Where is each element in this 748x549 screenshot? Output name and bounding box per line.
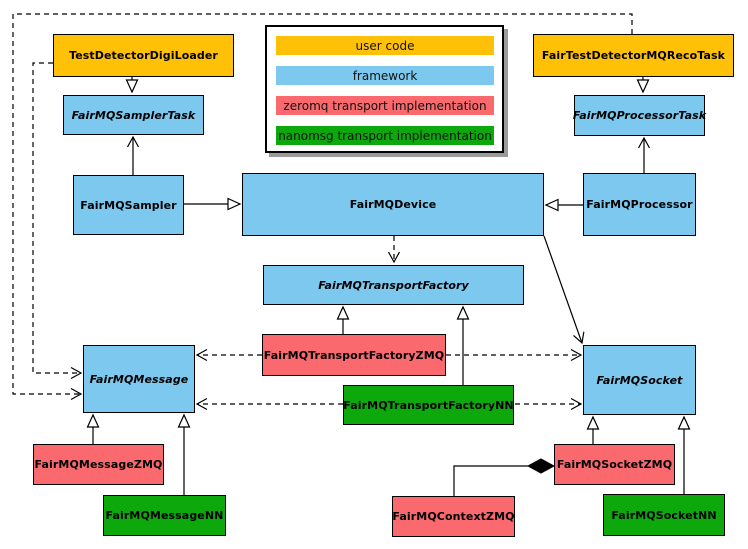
edge-digiloader-message <box>32 62 83 380</box>
class-box-fairmqsampler: FairMQSampler <box>73 175 184 235</box>
class-box-fairmqtransportfactory: FairMQTransportFactory <box>263 265 524 305</box>
legend-item-nanomsg: nanomsg transport implementation <box>276 126 494 145</box>
class-box-fairmqsocketnn: FairMQSocketNN <box>603 494 725 536</box>
edge-ctxzmq-sockzmq <box>453 465 528 496</box>
class-box-fairmqdevice: FairMQDevice <box>242 173 544 236</box>
legend-item-framework: framework <box>276 66 494 85</box>
class-box-fairmqmessagezmq: FairMQMessageZMQ <box>33 444 164 485</box>
edge-recotask-message <box>12 13 633 401</box>
legend: user code framework zeromq transport imp… <box>265 25 504 153</box>
class-box-fairmqsamplertask: FairMQSamplerTask <box>63 95 204 135</box>
composition-diamond <box>526 458 556 474</box>
class-box-fairmqmessage: FairMQMessage <box>83 345 195 413</box>
class-box-fairmqtransportfactoryzmq: FairMQTransportFactoryZMQ <box>262 334 446 376</box>
class-box-fairmqtransportfactorynn: FairMQTransportFactoryNN <box>343 385 514 425</box>
class-box-fairmqprocessor: FairMQProcessor <box>583 173 696 236</box>
class-box-fairmqsocketzmq: FairMQSocketZMQ <box>554 444 675 485</box>
legend-item-zeromq: zeromq transport implementation <box>276 96 494 115</box>
class-box-fairmqprocessortask: FairMQProcessorTask <box>573 95 706 136</box>
class-box-testdetectordigiloader: TestDetectorDigiLoader <box>53 34 234 77</box>
class-box-fairmqcontextzmq: FairMQContextZMQ <box>392 496 515 537</box>
legend-item-user-code: user code <box>276 36 494 55</box>
class-box-fairtestdetectormqrecotask: FairTestDetectorMQRecoTask <box>533 34 734 77</box>
class-box-fairmqsocket: FairMQSocket <box>583 345 696 415</box>
edge-device-socket <box>543 235 585 345</box>
class-box-fairmqmessagenn: FairMQMessageNN <box>103 495 226 536</box>
